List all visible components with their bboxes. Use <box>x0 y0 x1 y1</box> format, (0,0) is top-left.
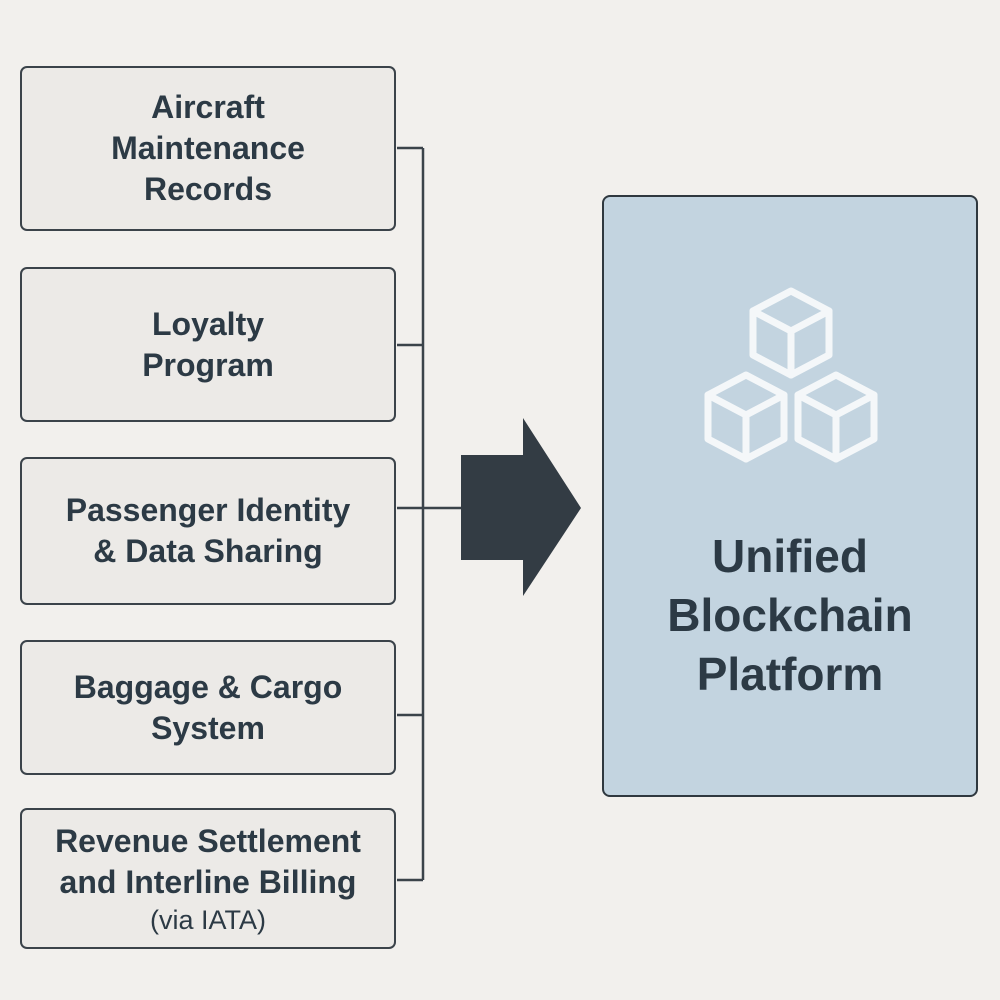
source-label: Passenger Identity & Data Sharing <box>65 492 351 569</box>
source-aircraft-maintenance-records: Aircraft Maintenance Records <box>20 66 396 231</box>
source-sublabel: (via IATA) <box>149 904 266 935</box>
source-label: Baggage & Cargo System <box>73 668 343 746</box>
blockchain-cubes-icon <box>704 287 878 463</box>
platform-title: Unified Blockchain Platform <box>667 530 913 700</box>
source-revenue-settlement: Revenue Settlement and Interline Billing… <box>20 808 396 949</box>
bracket-connector <box>397 146 461 882</box>
flow-arrow <box>461 418 581 596</box>
source-label: Aircraft Maintenance Records <box>111 89 305 207</box>
source-baggage-cargo-system: Baggage & Cargo System <box>20 640 396 775</box>
source-loyalty-program: Loyalty Program <box>20 267 396 422</box>
source-label: Loyalty Program <box>142 305 274 383</box>
unified-blockchain-platform-box: Unified Blockchain Platform <box>602 195 978 797</box>
source-passenger-identity: Passenger Identity & Data Sharing <box>20 457 396 605</box>
source-label: Revenue Settlement and Interline Billing <box>55 822 361 900</box>
